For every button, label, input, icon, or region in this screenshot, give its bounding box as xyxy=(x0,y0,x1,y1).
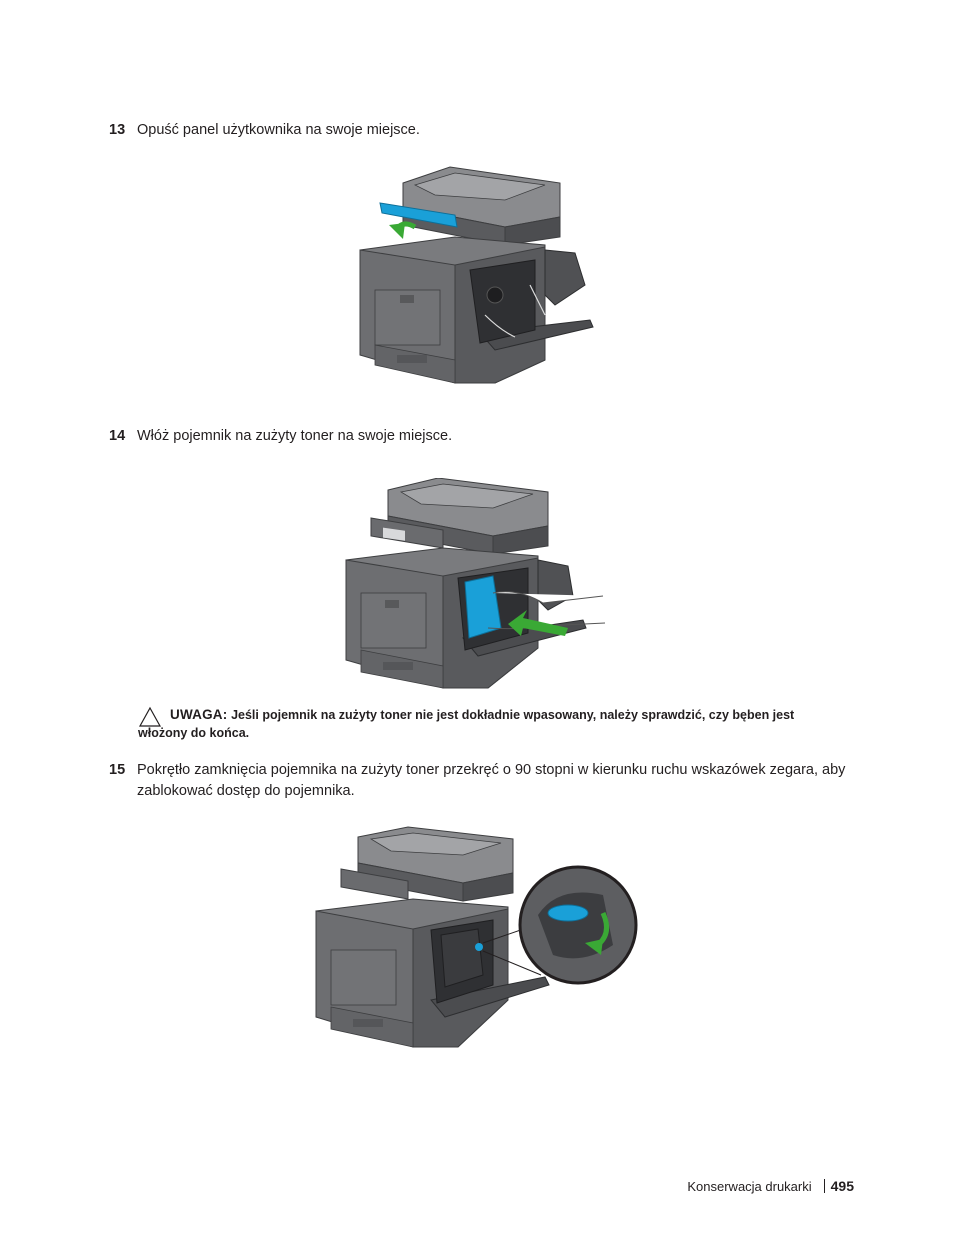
footer-section-title: Konserwacja drukarki xyxy=(687,1179,812,1194)
step-number: 15 xyxy=(109,762,126,778)
step-13: 13 Opuść panel użytkownika na swoje miejs… xyxy=(109,120,420,141)
step-14: 14 Włóż pojemnik na zużyty toner na swoje… xyxy=(109,426,452,447)
note-box: UWAGA: Jeśli pojemnik na zużyty toner ni… xyxy=(138,706,838,742)
printer-illustration-lower-panel xyxy=(359,166,594,384)
step-text: Pokrętło zamknięcia pojemnika na zużyty … xyxy=(137,762,846,799)
note-text: Jeśli pojemnik na zużyty toner nie jest … xyxy=(138,708,795,740)
note-label: UWAGA: xyxy=(170,707,228,722)
step-number: 13 xyxy=(109,122,126,138)
step-number: 14 xyxy=(109,428,126,444)
step-text: Włóż pojemnik na zużyty toner na swoje m… xyxy=(137,428,453,444)
warning-triangle-icon xyxy=(138,706,162,727)
step-15: 15 Pokrętło zamknięcia pojemnika na zuży… xyxy=(109,760,854,802)
footer-divider xyxy=(823,1179,825,1193)
page-footer: Konserwacja drukarki 495 xyxy=(687,1178,854,1194)
step-text: Opuść panel użytkownika na swoje miejsce… xyxy=(137,122,420,138)
page-number: 495 xyxy=(830,1178,854,1194)
printer-illustration-lock-dial xyxy=(315,826,638,1048)
printer-illustration-insert-container xyxy=(345,478,606,689)
